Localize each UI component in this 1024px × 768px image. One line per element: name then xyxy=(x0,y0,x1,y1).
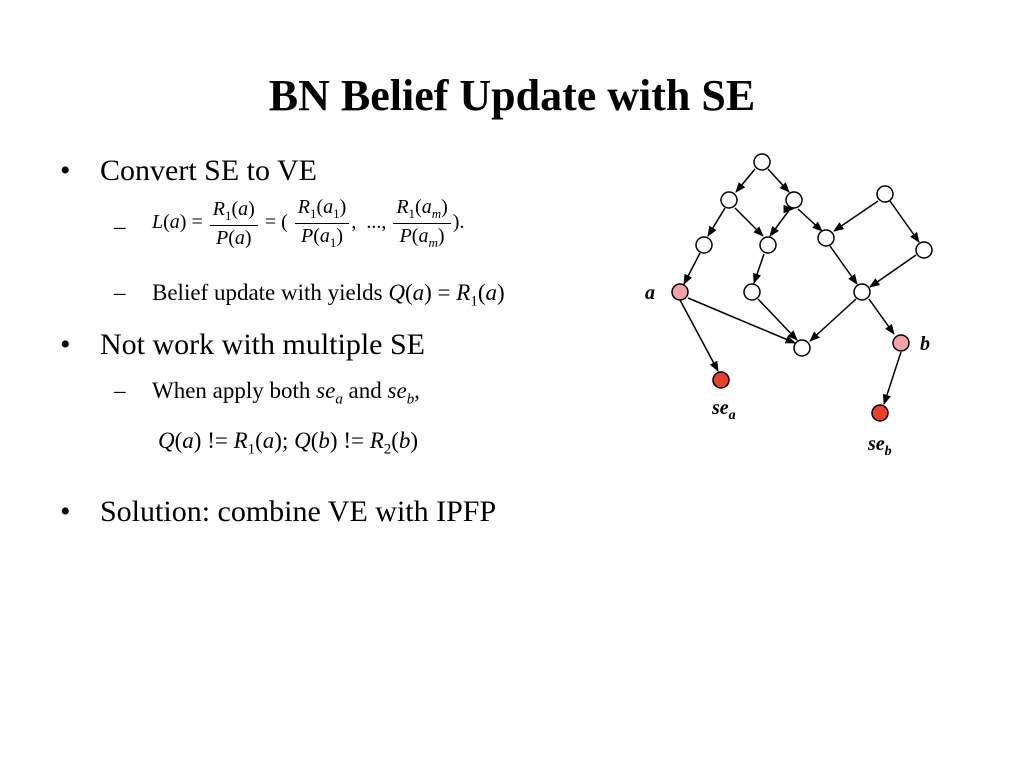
equation-likelihood: L(a) = R1(a)P(a) = ( R1(a1)P(a1), ..., R… xyxy=(152,196,465,250)
graph-node-se-b xyxy=(871,404,889,422)
bullet-text: Convert SE to VE xyxy=(100,154,317,187)
graph-node xyxy=(817,229,835,247)
graph-node-a xyxy=(671,283,689,301)
sub-text-belief-update: Belief update with yields Q(a) = R1(a) xyxy=(152,280,505,310)
graph-node xyxy=(759,236,777,254)
graph-nodes xyxy=(671,153,933,422)
sub-belief-update: – Belief update with yields Q(a) = R1(a) xyxy=(114,280,505,311)
sub-apply-both: – When apply both sea and seb, xyxy=(114,378,420,409)
label-se-a: sea xyxy=(711,397,736,423)
slide-title: BN Belief Update with SE xyxy=(268,71,756,120)
bullet-text: Solution: combine VE with IPFP xyxy=(100,495,497,528)
graph-node xyxy=(785,191,803,209)
graph-node xyxy=(753,153,771,171)
bullet-dot: • xyxy=(60,328,71,361)
sub-dash: – xyxy=(114,378,126,403)
equation-inequality: Q(a) != R1(a); Q(b) != R2(b) xyxy=(158,428,419,458)
bullet-dot: • xyxy=(60,154,71,187)
graph-node xyxy=(853,283,871,301)
bullet-multiple-se: • Not work with multiple SE xyxy=(60,328,425,362)
graph-node-se-a xyxy=(712,371,730,389)
graph-node xyxy=(695,236,713,254)
sub-dash: – xyxy=(114,280,126,305)
label-se-b: seb xyxy=(867,433,892,459)
bullet-convert-se: • Convert SE to VE xyxy=(60,154,317,188)
bullet-dot: • xyxy=(60,495,71,528)
graph-node xyxy=(743,283,761,301)
sub-dash: – xyxy=(114,214,126,239)
graph-edges xyxy=(679,168,920,405)
sub-text-apply-both: When apply both sea and seb, xyxy=(152,378,420,408)
graph-node xyxy=(720,191,738,209)
label-b: b xyxy=(920,333,930,355)
graph-node xyxy=(793,339,811,357)
graph-node xyxy=(915,241,933,259)
label-a: a xyxy=(645,282,655,304)
bullet-text: Not work with multiple SE xyxy=(100,328,425,361)
graph-node xyxy=(876,185,894,203)
graph-node-b xyxy=(892,334,910,352)
bullet-solution: • Solution: combine VE with IPFP xyxy=(60,495,497,529)
